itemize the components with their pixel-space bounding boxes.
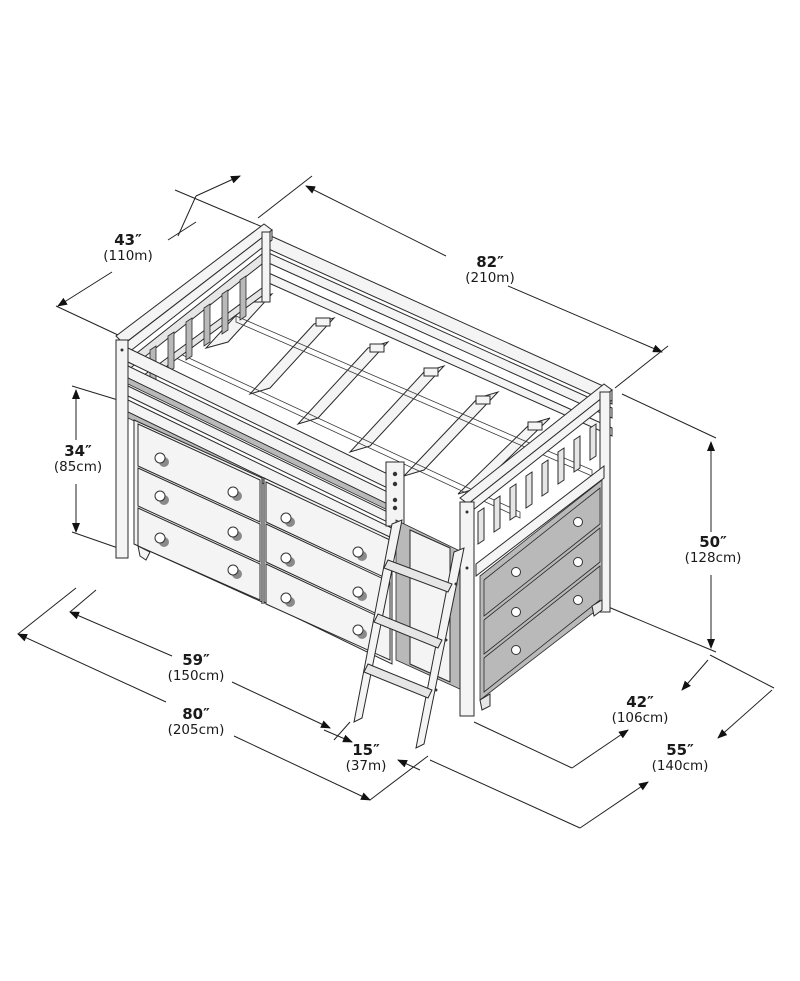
loft-bed — [115, 223, 613, 749]
left-dresser — [133, 419, 393, 665]
dimension-value: 80″ — [182, 705, 210, 723]
dimension-total-length: 80″ (205cm) — [150, 705, 242, 739]
dimension-depth: 42″ (106cm) — [600, 693, 680, 727]
dimension-value: 42″ — [626, 693, 654, 711]
dimension-metric: (150cm) — [167, 668, 225, 685]
dimension-value: 15″ — [352, 741, 380, 759]
dimension-total-height: 50″ (128cm) — [668, 533, 758, 567]
dimension-value: 59″ — [182, 651, 210, 669]
guard-post — [385, 461, 405, 527]
ladder — [353, 519, 465, 749]
dimension-metric: (85cm) — [53, 459, 103, 476]
dimension-width-top: 43″ (110m) — [88, 231, 168, 265]
dimension-length-top: 82″ (210m) — [440, 253, 540, 287]
dimension-total-depth: 55″ (140cm) — [640, 741, 720, 775]
dimension-value: 55″ — [666, 741, 694, 759]
dimension-metric: (205cm) — [167, 722, 225, 739]
dimension-dresser-height: 34″ (85cm) — [38, 442, 118, 476]
drawer-knobs — [154, 452, 367, 639]
dimension-metric: (110m) — [103, 248, 153, 265]
bed-slats — [204, 293, 551, 495]
dimension-ladder-depth: 15″ (37m) — [328, 741, 404, 775]
dimension-dresser-length: 59″ (150cm) — [150, 651, 242, 685]
footboard-spindles — [477, 423, 597, 545]
dimension-metric: (210m) — [465, 270, 515, 287]
dimension-value: 43″ — [114, 231, 142, 249]
dimension-metric: (37m) — [345, 758, 387, 775]
dimension-metric: (128cm) — [684, 550, 742, 567]
right-footboard — [459, 383, 613, 717]
dimension-lines — [17, 175, 775, 829]
dimension-metric: (106cm) — [611, 710, 669, 727]
dimension-value: 34″ — [64, 442, 92, 460]
dimension-value: 50″ — [699, 533, 727, 551]
dimension-metric: (140cm) — [651, 758, 709, 775]
right-dresser — [475, 464, 605, 711]
dimension-value: 82″ — [476, 253, 504, 271]
